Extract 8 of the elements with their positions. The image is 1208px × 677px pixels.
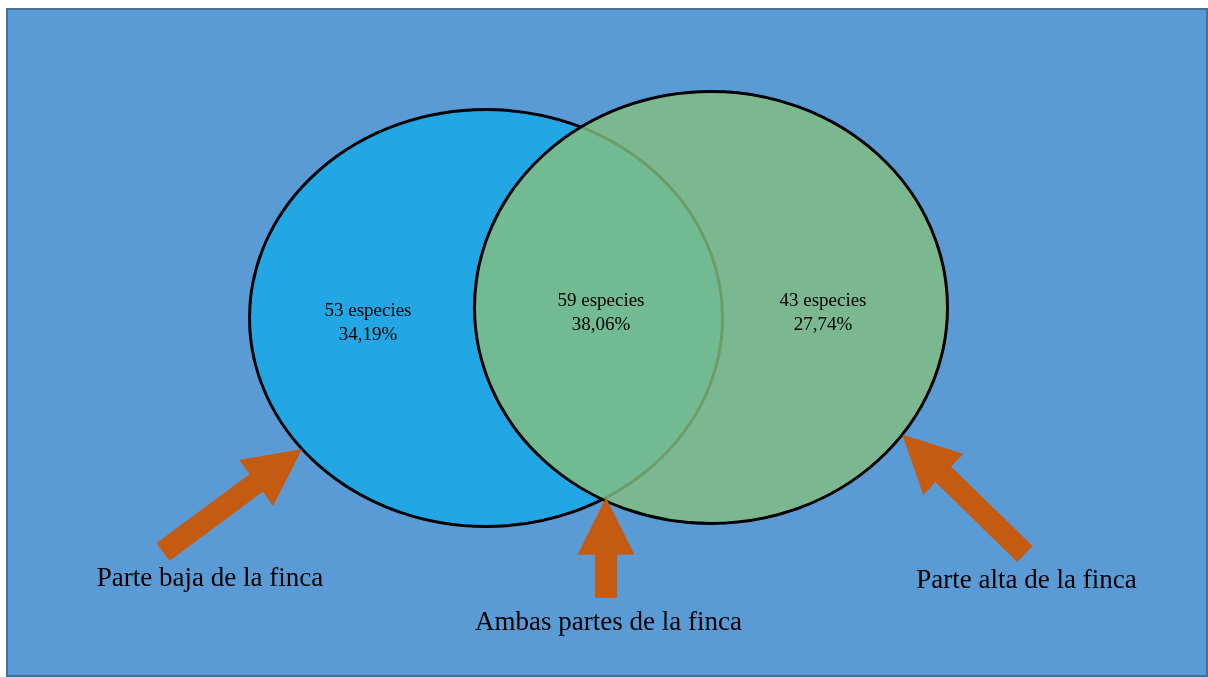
caption: Ambas partes de la finca [436, 598, 781, 644]
count-text: 53 especies 34,19% [323, 298, 413, 346]
venn-circle [473, 90, 949, 525]
caption: Parte baja de la finca [60, 552, 360, 602]
count-text: 59 especies 38,06% [556, 288, 646, 336]
count-text: 43 especies 27,74% [778, 288, 868, 336]
caption: Parte alta de la finca [884, 554, 1169, 604]
arrow [577, 497, 635, 598]
